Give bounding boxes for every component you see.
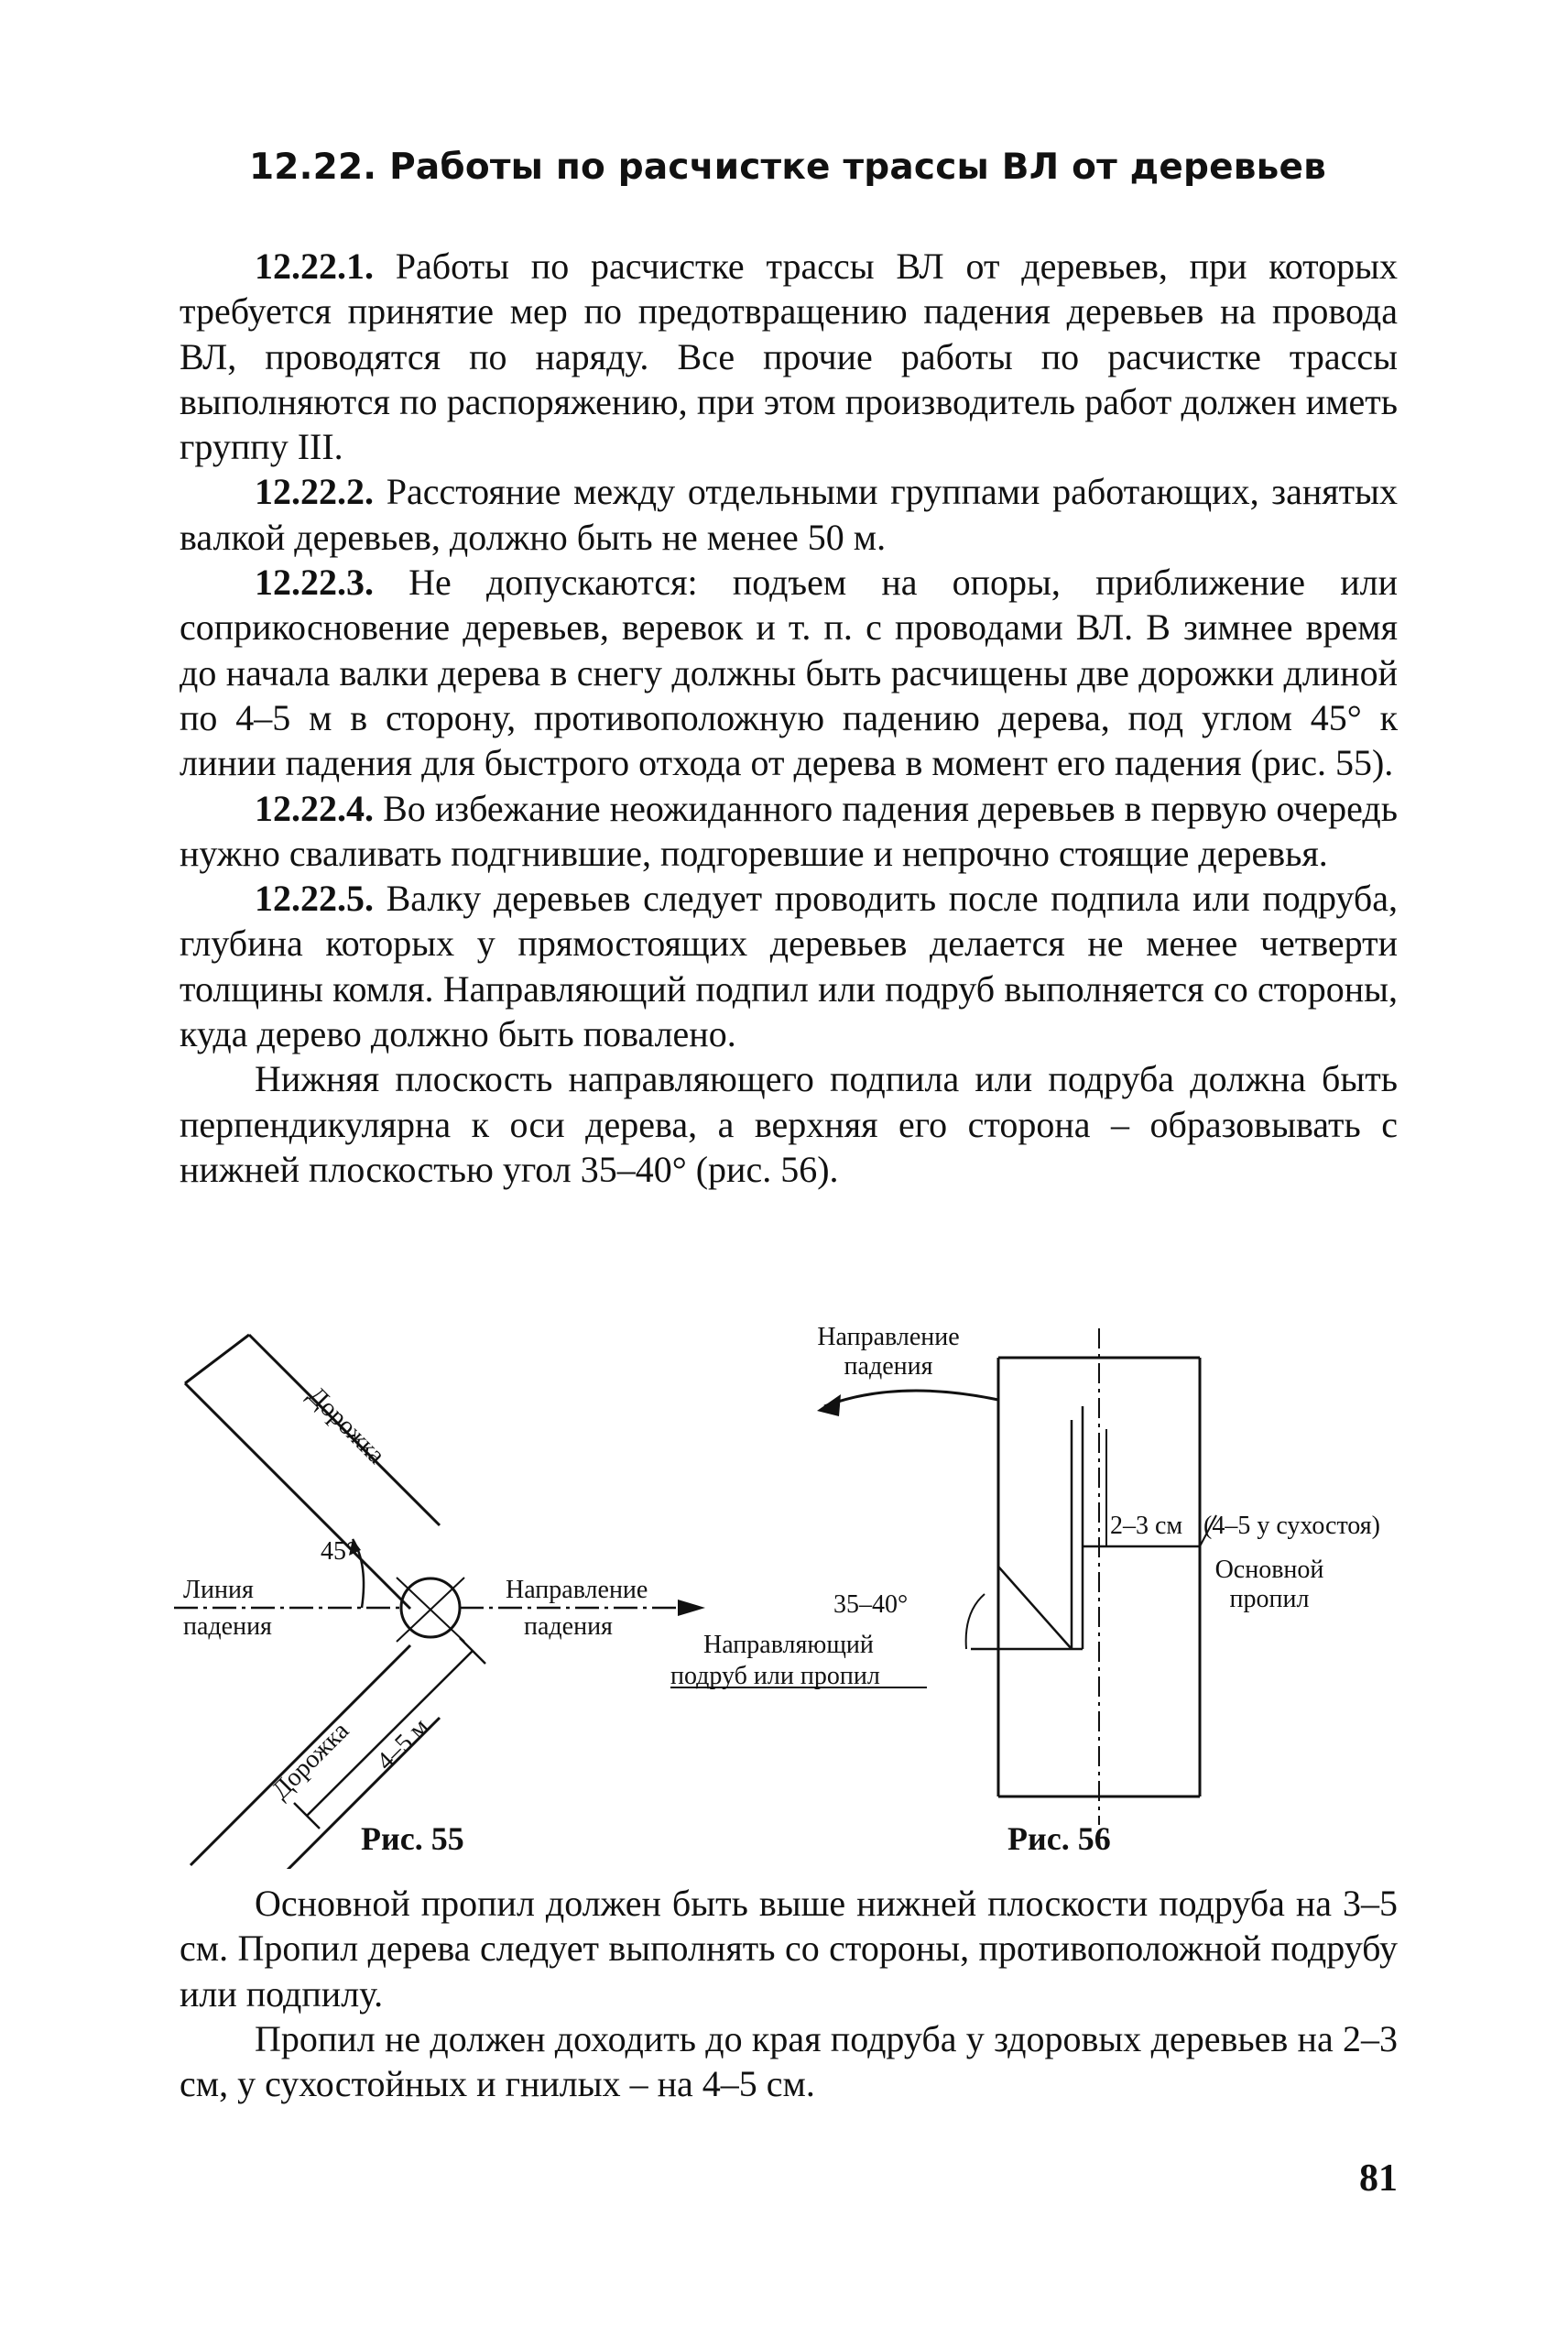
fall-direction-label-1: Направление xyxy=(817,1323,959,1351)
fall-direction-arrowhead xyxy=(817,1394,841,1416)
fall-direction-arrowhead xyxy=(678,1600,705,1616)
paragraph-number: 12.22.5. xyxy=(255,878,374,920)
paragraph-12-22-3: 12.22.3. Не допускаются: подъем на опоры… xyxy=(180,560,1398,785)
paragraph-12-22-2: 12.22.2. Расстояние между отдельными гру… xyxy=(180,469,1398,560)
fall-direction-label-2: падения xyxy=(844,1352,933,1381)
gap-dry-label: (4–5 у сухостоя) xyxy=(1203,1512,1380,1540)
angle-arrowhead xyxy=(349,1539,361,1556)
section-heading: 12.22. Работы по расчистке трассы ВЛ от … xyxy=(248,147,1327,188)
figure-56: Направление падения 35–40° Направляющий … xyxy=(670,1323,1380,1825)
notch-label-1: Направляющий xyxy=(703,1631,874,1659)
path-lower-edge-b xyxy=(286,1716,441,1869)
figure-55: Дорожка Дорожка 4–5 м 45° Линия падения … xyxy=(174,1333,705,1869)
dimension-tick-b xyxy=(293,1802,321,1829)
body-text: 12.22.1. Работы по расчистке трассы ВЛ о… xyxy=(180,244,1398,1192)
body-text-after-figures: Основной пропил должен быть выше нижней … xyxy=(180,1881,1398,2106)
paragraph-text: Валку деревьев следует проводить после п… xyxy=(180,878,1398,1055)
path-upper-edge-a xyxy=(183,1381,412,1611)
main-cut-label-1: Основной xyxy=(1215,1556,1324,1584)
fall-line-label-1: Линия xyxy=(183,1576,254,1604)
paragraph-notch-plane: Нижняя плоскость направляющего подпила и… xyxy=(180,1056,1398,1192)
paragraph-text: Работы по расчистке трассы ВЛ от деревье… xyxy=(180,246,1398,468)
figure-56-caption: Рис. 56 xyxy=(1007,1820,1111,1857)
gap-label: 2–3 см xyxy=(1110,1512,1182,1540)
trunk-cross-b xyxy=(396,1577,465,1643)
paragraph-text: Расстояние между отдельными группами раб… xyxy=(180,471,1398,558)
paragraph-12-22-4: 12.22.4. Во избежание неожиданного паден… xyxy=(180,786,1398,877)
fall-direction-label-1: Направление xyxy=(506,1576,648,1604)
path-upper-edge-b xyxy=(247,1333,441,1527)
paragraph-text: Нижняя плоскость направляющего подпила и… xyxy=(180,1058,1398,1190)
path-label-upper: Дорожка xyxy=(302,1381,391,1470)
gap-leader xyxy=(1199,1514,1217,1547)
fall-direction-arrow xyxy=(823,1389,999,1408)
paragraph-number: 12.22.2. xyxy=(255,471,374,513)
notch-label-2: подруб или пропил xyxy=(670,1662,880,1690)
dimension-tick-a xyxy=(459,1637,486,1665)
paragraph-text: Во избежание неожиданного падения деревь… xyxy=(180,787,1398,874)
paragraph-number: 12.22.3. xyxy=(255,562,374,604)
distance-label: 4–5 м xyxy=(371,1712,434,1775)
paragraph-main-cut: Основной пропил должен быть выше нижней … xyxy=(180,1883,1398,2015)
paragraph-12-22-1: 12.22.1. Работы по расчистке трассы ВЛ о… xyxy=(180,244,1398,469)
fall-line-label-2: падения xyxy=(183,1612,272,1641)
notch-angle-arc xyxy=(964,1593,985,1650)
notch-angle-label: 35–40° xyxy=(833,1590,908,1619)
dimension-line xyxy=(306,1650,474,1817)
fall-direction-label-2: падения xyxy=(524,1612,613,1641)
paragraph-12-22-5: 12.22.5. Валку деревьев следует проводит… xyxy=(180,876,1398,1056)
path-upper-end xyxy=(184,1333,250,1385)
main-cut-label-2: пропил xyxy=(1230,1585,1310,1613)
paragraph-number: 12.22.1. xyxy=(255,246,374,287)
path-label-lower: Дорожка xyxy=(267,1716,355,1805)
angle-label: 45° xyxy=(321,1537,356,1566)
notch-upper-face xyxy=(997,1566,1073,1650)
paragraph-number: 12.22.4. xyxy=(255,787,374,829)
path-lower-edge-a xyxy=(189,1643,412,1867)
paragraph-text: Не допускаются: подъем на опоры, приближ… xyxy=(180,562,1398,784)
page-number: 81 xyxy=(1359,2157,1398,2200)
figure-55-caption: Рис. 55 xyxy=(361,1820,464,1857)
paragraph-cut-limit: Пропил не должен доходить до края подруб… xyxy=(180,2017,1398,2105)
